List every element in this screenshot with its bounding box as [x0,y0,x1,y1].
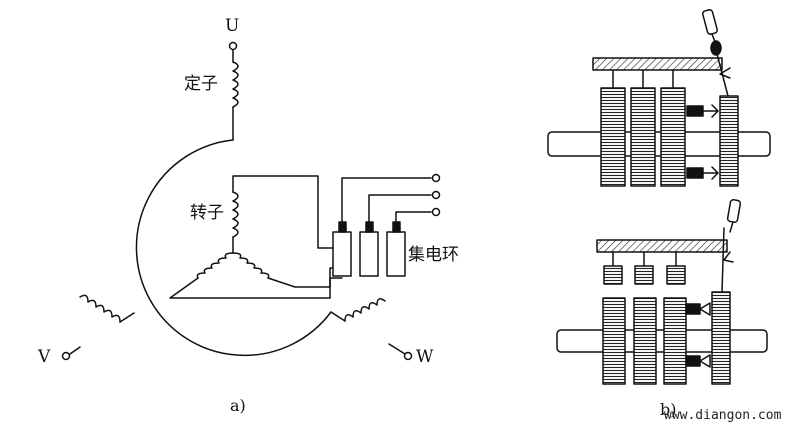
stator-winding-v [79,294,121,323]
terminal-v-label: V [38,347,51,367]
handle-bottom [726,199,742,223]
stator-frame-arc [135,139,332,357]
rotor-winding-right [232,252,270,279]
ring-terminal-1 [431,173,441,183]
stator-label: 定子 [184,74,218,94]
short-ring-top [719,95,739,187]
ring-top-1 [600,87,626,187]
stator-winding-u [232,61,239,108]
mechanism-engaged [547,9,771,187]
terminal-v-dot [61,351,71,361]
caption-a: a) [230,396,246,415]
handle-top [701,9,719,35]
stator-circuit [61,41,413,361]
short-ring-bottom [711,291,731,385]
ring-top-3 [660,87,686,187]
ring-bottom-2 [633,297,657,385]
slip-ring-3 [386,231,406,277]
rotor-winding-left [196,252,234,279]
ring-bottom-1 [602,297,626,385]
slip-rings [332,173,441,277]
ring-terminal-3 [431,207,441,217]
rotor-label: 转子 [190,203,224,223]
rotor-circuit [169,175,343,299]
mechanism-disengaged [556,199,768,385]
brush-3 [392,221,401,233]
slip-ring-label: 集电环 [408,245,459,265]
watermark-text: www.diangon.com [664,408,782,423]
shift-bar-top [592,57,723,71]
rotor-winding-top [232,191,239,238]
slip-ring-2 [359,231,379,277]
terminal-w-dot [403,351,413,361]
caption-b: b) [660,400,677,419]
brush-2 [365,221,374,233]
terminal-u-dot [228,41,238,51]
shaft-bottom [556,329,768,353]
stator-winding-w [344,298,386,322]
terminal-u-label: U [225,16,240,36]
shift-bar-bottom [596,239,728,253]
slip-ring-1 [332,231,352,277]
ring-bottom-3 [663,297,687,385]
ring-terminal-2 [431,190,441,200]
brush-1 [338,221,347,233]
terminal-w-label: W [416,347,434,367]
ring-top-2 [630,87,656,187]
